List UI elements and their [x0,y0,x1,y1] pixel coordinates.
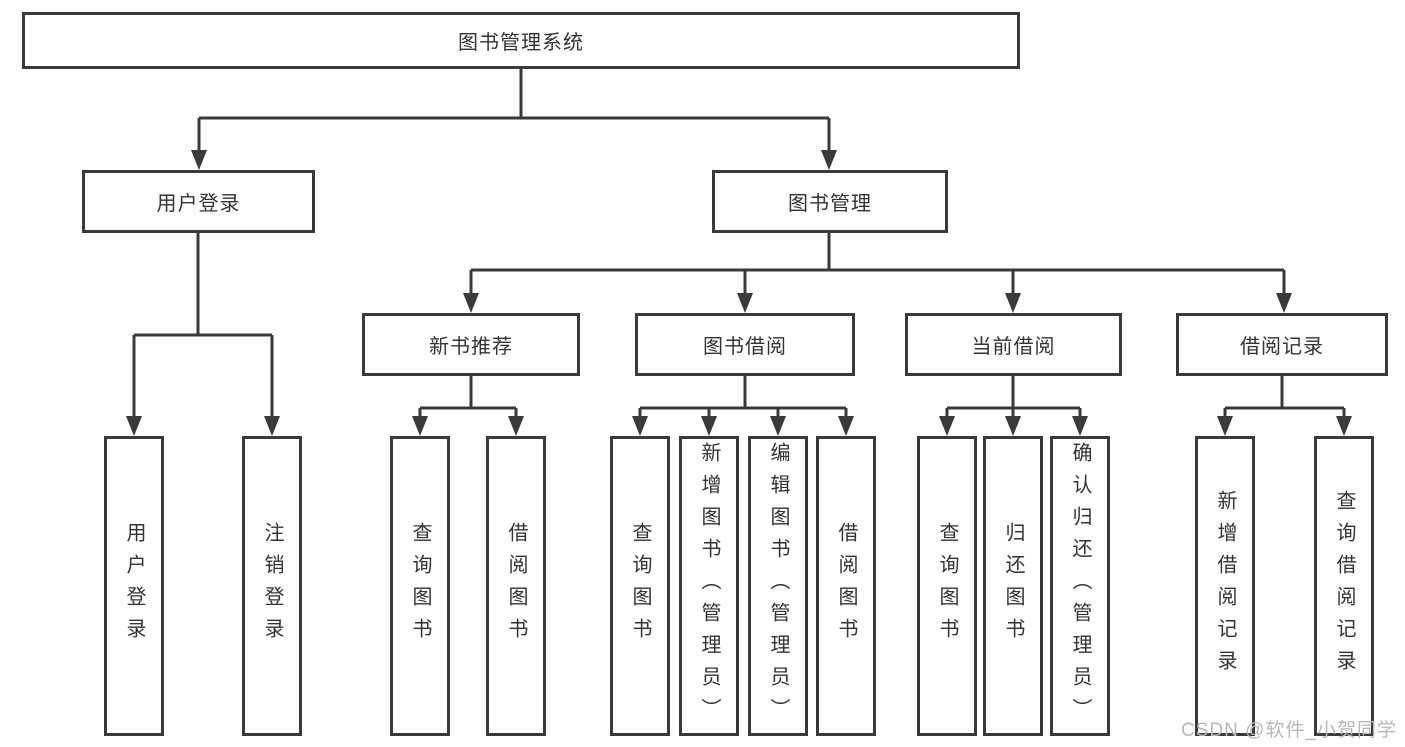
node-leaf-bb-query-book: 查询图书 [610,436,670,736]
node-leaf-bb-borrow-book-label: 借阅图书 [835,522,857,650]
node-leaf-cb-return-book-label: 归还图书 [1002,522,1024,650]
node-current-borrow: 当前借阅 [905,313,1122,376]
node-leaf-cb-confirm-return-label: 确认归还（管理员） [1069,442,1091,730]
node-leaf-bb-edit-book: 编辑图书（管理员） [748,436,808,736]
node-leaf-rec-query-book-label: 查询图书 [409,522,431,650]
node-user-login: 用户登录 [82,170,315,233]
node-leaf-user-login-label: 用户登录 [123,522,145,650]
node-leaf-rec-query-book: 查询图书 [390,436,450,736]
node-borrow-records: 借阅记录 [1176,313,1388,376]
node-book-management: 图书管理 [712,170,948,233]
node-leaf-cb-query-book: 查询图书 [917,436,977,736]
node-book-borrow: 图书借阅 [635,313,855,376]
node-leaf-bb-add-book: 新增图书（管理员） [679,436,739,736]
node-leaf-br-query-record-label: 查询借阅记录 [1333,490,1355,682]
node-leaf-bb-edit-book-label: 编辑图书（管理员） [767,442,789,730]
node-new-book-recommend: 新书推荐 [362,313,580,376]
node-leaf-bb-add-book-label: 新增图书（管理员） [698,442,720,730]
node-leaf-user-login: 用户登录 [104,436,164,736]
node-leaf-br-add-record-label: 新增借阅记录 [1214,490,1236,682]
csdn-watermark: CSDN @软件_小贺同学 [1181,720,1397,741]
node-leaf-cb-query-book-label: 查询图书 [936,522,958,650]
node-leaf-bb-query-book-label: 查询图书 [629,522,651,650]
node-leaf-logout-label: 注销登录 [261,522,283,650]
node-leaf-bb-borrow-book: 借阅图书 [816,436,876,736]
node-leaf-br-query-record: 查询借阅记录 [1314,436,1374,736]
node-root-system: 图书管理系统 [22,12,1020,69]
node-leaf-br-add-record: 新增借阅记录 [1195,436,1255,736]
node-leaf-rec-borrow-book: 借阅图书 [486,436,546,736]
node-leaf-cb-return-book: 归还图书 [983,436,1043,736]
node-leaf-cb-confirm-return: 确认归还（管理员） [1050,436,1110,736]
node-leaf-logout: 注销登录 [242,436,302,736]
arrowheads [126,150,1352,436]
node-leaf-rec-borrow-book-label: 借阅图书 [505,522,527,650]
